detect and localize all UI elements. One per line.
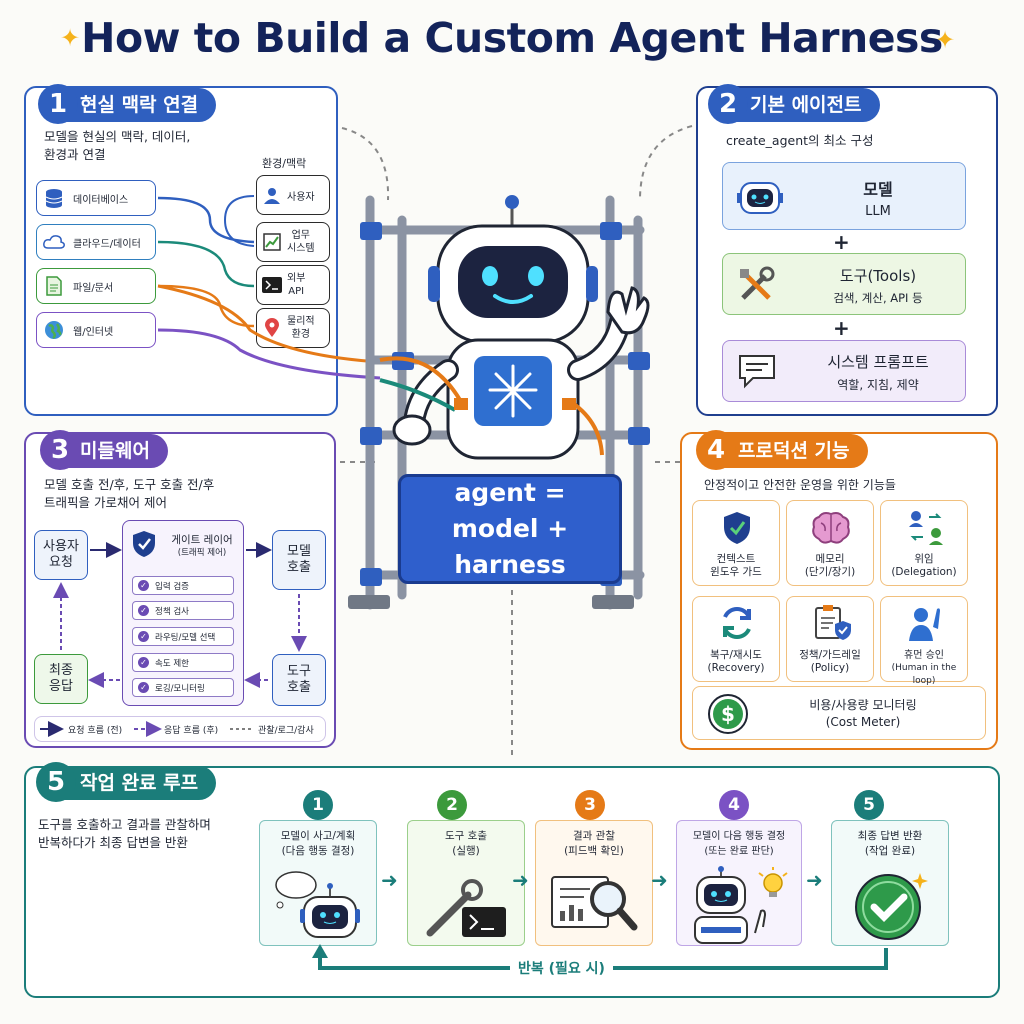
document-icon [43, 275, 65, 297]
feature-delegation: 위임(Delegation) [880, 500, 968, 586]
robot-scaffold-illustration [348, 195, 650, 610]
section4-desc: 안정적이고 안전한 운영을 위한 기능들 [704, 478, 896, 492]
refresh-icon [719, 605, 755, 645]
arrow-right-icon: ➜ [651, 868, 668, 892]
robot-icon [737, 177, 783, 221]
thinking-robot-icon [270, 867, 370, 947]
gate-layer-label: 게이트 레이어(트래픽 제어) [171, 534, 233, 558]
globe-icon [43, 319, 65, 341]
feature-policy: 정책/가드레일(Policy) [786, 596, 874, 682]
section2-badge: 2 [708, 84, 748, 124]
env-label: 환경/맥락 [262, 157, 307, 170]
step-final-answer: 최종 답변 반환(작업 완료) [831, 820, 949, 946]
dollar-icon: $ [707, 693, 749, 739]
arrow-right-icon: ➜ [381, 868, 398, 892]
svg-text:$: $ [721, 702, 735, 726]
plus-sign: + [833, 316, 850, 340]
human-raise-hand-icon [907, 603, 943, 647]
section4-badge: 4 [696, 430, 736, 470]
source-database: 데이터베이스 [36, 180, 156, 216]
section2-title: 기본 에이전트 [728, 88, 880, 122]
arrow-right-icon: ➜ [512, 868, 529, 892]
step-tool-call: 도구 호출(실행) [407, 820, 525, 946]
check-routing: ✓라우팅/모델 선택 [132, 627, 234, 646]
source-cloud: 클라우드/데이터 [36, 224, 156, 260]
terminal-icon [261, 274, 283, 296]
brain-icon [811, 511, 851, 549]
section1-desc: 모델을 현실의 맥락, 데이터,환경과 연결 [44, 129, 191, 162]
plus-sign: + [833, 230, 850, 254]
agent-equation-sign: agent = model + harness [398, 474, 622, 584]
step-number: 3 [575, 790, 605, 820]
legend-request: 요청 흐름 (전) [68, 726, 123, 736]
shield-check-icon [723, 511, 751, 549]
step-observe: 결과 관찰(피드백 확인) [535, 820, 653, 946]
source-file: 파일/문서 [36, 268, 156, 304]
step-number: 5 [854, 790, 884, 820]
step-decide-next: 모델이 다음 행동 결정(또는 완료 판단) [676, 820, 802, 946]
database-icon [43, 187, 65, 209]
chat-icon [737, 353, 777, 393]
delegation-icon [907, 509, 945, 551]
feature-recovery: 복구/재시도(Recovery) [692, 596, 780, 682]
component-model: 모델 LLM [722, 162, 966, 230]
section1-title: 현실 맥락 연결 [58, 88, 217, 122]
shield-icon [132, 530, 156, 562]
tools-icon [737, 266, 777, 308]
section4-title: 프로덕션 기능 [716, 434, 868, 468]
step-think-plan: 모델이 사고/계획(다음 행동 결정) [259, 820, 377, 946]
step-number: 4 [719, 790, 749, 820]
idea-robot-icon [687, 865, 793, 949]
component-system-prompt: 시스템 프롬프트 역할, 지침, 제약 [722, 340, 966, 402]
feature-human-approval: 휴먼 승인(Human in the loop) [880, 596, 968, 686]
source-web: 웹/인터넷 [36, 312, 156, 348]
clipboard-shield-icon [813, 603, 853, 647]
user-icon [261, 184, 283, 206]
feature-memory: 메모리(단기/장기) [786, 500, 874, 586]
tools-terminal-icon [422, 875, 512, 945]
component-tools: 도구(Tools) 검색, 계산, API 등 [722, 253, 966, 315]
section5-badge: 5 [36, 762, 76, 802]
location-pin-icon [261, 317, 283, 339]
legend-observe: 관찰/로그/감사 [258, 726, 314, 736]
sparkle-icon: ✦ [935, 26, 956, 54]
section1-badge: 1 [38, 84, 78, 124]
check-policy: ✓정책 검사 [132, 601, 234, 620]
loop-label: 반복 (필요 시) [510, 958, 613, 978]
check-rate-limit: ✓속도 제한 [132, 653, 234, 672]
feature-cost-meter: $ 비용/사용량 모니터링 (Cost Meter) [692, 686, 986, 740]
chart-icon [261, 231, 283, 253]
check-input-validation: ✓입력 검증 [132, 576, 234, 595]
target-user: 사용자 [256, 175, 330, 215]
legend-response: 응답 흐름 (후) [164, 726, 219, 736]
section5-title: 작업 완료 루프 [58, 766, 217, 800]
arrow-right-icon: ➜ [806, 868, 823, 892]
step-number: 2 [437, 790, 467, 820]
sparkle-icon: ✦ [60, 24, 81, 52]
page-title: How to Build a Custom Agent Harness [81, 14, 943, 62]
check-circle-icon [854, 867, 930, 945]
section3-badge: 3 [40, 430, 80, 470]
check-logging: ✓로깅/모니터링 [132, 678, 234, 697]
step-number: 1 [303, 790, 333, 820]
magnifier-report-icon [550, 871, 640, 945]
middleware-legend [34, 716, 326, 742]
cloud-icon [43, 231, 65, 253]
section2-subtitle: create_agent의 최소 구성 [726, 133, 874, 148]
